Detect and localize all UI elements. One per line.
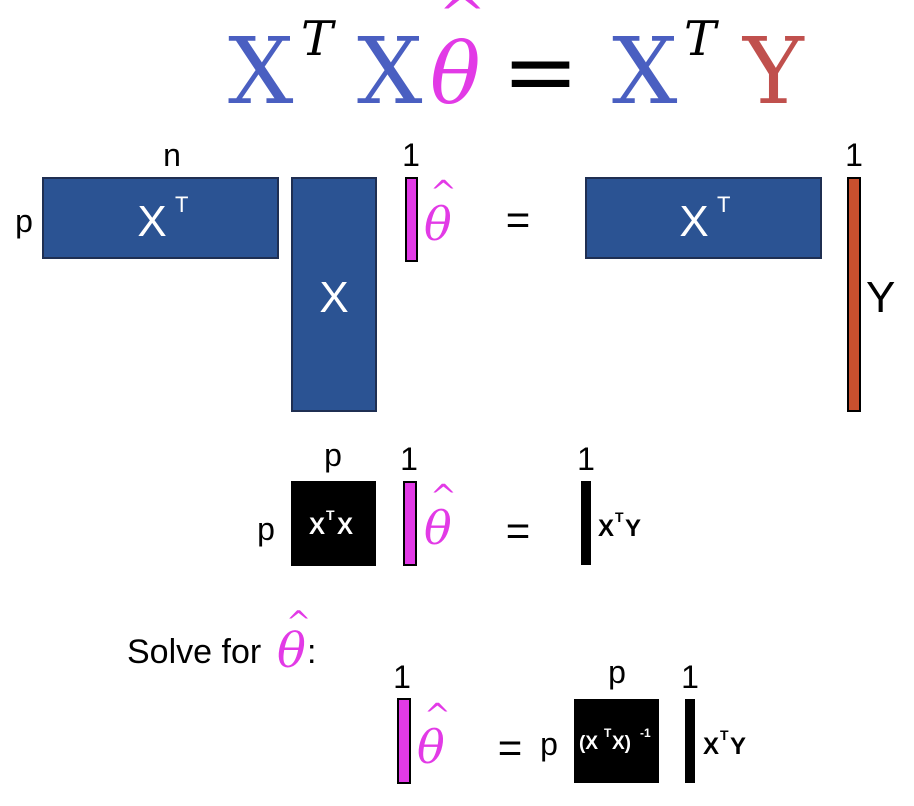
formula-sup-t2: T	[684, 11, 719, 67]
formula-hat: ^	[438, 0, 487, 49]
theta-hat-accent: ^	[430, 477, 457, 515]
matrix-inverse-exp: -1	[640, 726, 651, 740]
vector-xty	[581, 481, 591, 565]
solve-for-text: Solve for	[127, 633, 261, 671]
formula-equals: =	[502, 18, 579, 125]
vector-xty-base: X	[598, 515, 614, 542]
matrix-xtx-inverse	[574, 699, 659, 783]
matrix-xtx-tail: X	[337, 513, 353, 540]
vector-y	[847, 177, 861, 412]
matrix-xt-left-sup: T	[175, 192, 188, 217]
dimension-label-p-top: p	[324, 437, 342, 473]
matrix-xt-right	[585, 177, 822, 259]
formula-x1: X	[228, 18, 294, 125]
matrix-xtx-sup: T	[326, 507, 335, 523]
solve-colon: :	[307, 633, 316, 671]
theta-hat-symbol: θ	[424, 501, 452, 555]
equals-sign: =	[506, 507, 531, 554]
vector-theta-hat	[403, 481, 417, 566]
normal-equation-formula: X T X ^ θ = X T Y	[228, 0, 805, 125]
formula-y: Y	[741, 18, 805, 125]
dimension-label-one-xty: 1	[681, 659, 699, 695]
dimension-label-n: n	[163, 137, 181, 173]
matrix-xt-left	[42, 177, 279, 259]
dimension-label-one-theta: 1	[402, 137, 420, 173]
vector-theta-hat	[397, 698, 411, 784]
reduced-matrix-row: p p X T X 1 ^ θ = 1 X T Y	[257, 437, 641, 566]
equals-sign: =	[506, 196, 531, 243]
matrix-inverse-sup: T	[604, 726, 612, 740]
solve-theta-hat-accent: ^	[286, 605, 311, 640]
formula-theta: θ	[430, 25, 481, 123]
matrix-x-tall-label: X	[319, 273, 348, 322]
formula-x3: X	[612, 18, 678, 125]
dimension-label-p-top: p	[608, 654, 626, 690]
vector-theta-hat	[405, 177, 418, 262]
vector-xty-sup: T	[720, 727, 729, 743]
matrix-xt-left-label: X	[137, 197, 166, 246]
vector-xty-tail: Y	[730, 733, 746, 760]
equals-sign: =	[498, 724, 523, 771]
vector-xty-base: X	[703, 733, 719, 760]
matrix-inverse-close: X)	[612, 733, 631, 754]
matrix-inverse-open: (X	[579, 733, 598, 754]
theta-hat-symbol: θ	[424, 197, 452, 251]
dimension-label-one-xty: 1	[577, 441, 595, 477]
matrix-xtx	[291, 481, 376, 566]
dimension-label-p-left: p	[257, 511, 275, 547]
matrix-xt-right-label: X	[679, 197, 708, 246]
solve-theta-hat-symbol: θ	[277, 623, 306, 679]
matrix-x-tall	[291, 177, 377, 412]
dimension-label-one-theta: 1	[393, 659, 411, 695]
matrix-xtx-base: X	[309, 513, 325, 540]
formula-x2: X	[357, 18, 423, 125]
dimension-label-one-theta: 1	[400, 441, 418, 477]
vector-xty-tail: Y	[625, 515, 641, 542]
formula-sup-t1: T	[301, 11, 336, 67]
theta-hat-accent: ^	[430, 173, 457, 211]
dimension-label-one-y: 1	[845, 137, 863, 173]
vector-xty	[685, 699, 695, 783]
matrix-xt-right-sup: T	[717, 192, 730, 217]
vector-xty-sup: T	[615, 509, 624, 525]
theta-hat-symbol: θ	[417, 720, 445, 774]
vector-y-label: Y	[866, 273, 895, 322]
theta-hat-accent: ^	[424, 696, 451, 734]
full-matrix-row: n p X T X 1 ^ θ = X T 1 Y	[15, 137, 895, 412]
dimension-label-p: p	[15, 203, 33, 239]
dimension-label-p-left: p	[540, 726, 558, 762]
solution-row: Solve for ^ θ : 1 ^ θ = p p (X T X) -1 1…	[127, 605, 746, 784]
